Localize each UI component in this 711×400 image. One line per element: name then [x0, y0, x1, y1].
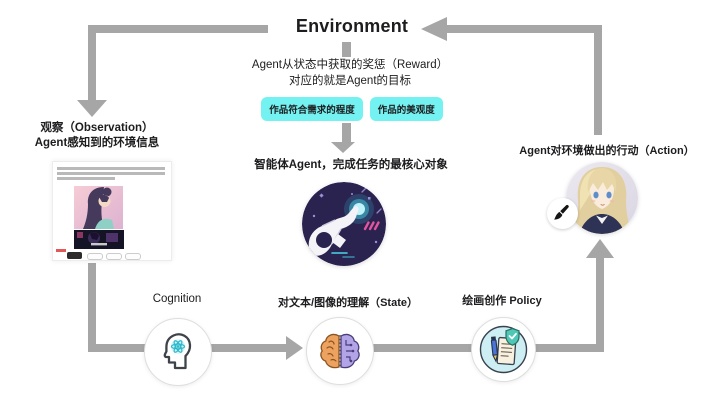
screenshot-text-line	[57, 167, 165, 170]
arrow-action-to-env-horizontal	[445, 25, 602, 33]
connector-observation-down	[88, 263, 96, 352]
state-node	[306, 317, 374, 385]
arrowhead-down-observation	[77, 100, 107, 117]
screenshot-dark-tag	[67, 252, 82, 259]
action-avatar-image	[566, 162, 638, 234]
observation-screenshot	[52, 161, 172, 261]
screenshot-video-thumbnail	[74, 230, 124, 249]
reward-description: Agent从状态中获取的奖惩（Reward） 对应的就是Agent的目标	[225, 58, 475, 89]
policy-node	[471, 317, 536, 382]
state-label: 对文本/图像的理解（State）	[278, 297, 418, 309]
screenshot-text-line	[57, 172, 165, 175]
action-label: Agent对环境做出的行动（Action）	[519, 145, 695, 157]
agent-astronaut-image	[302, 182, 386, 266]
cognition-label: Cognition	[152, 293, 202, 305]
head-profile-icon	[163, 333, 192, 370]
cognition-node	[144, 318, 212, 386]
screenshot-tag-pill	[87, 253, 103, 260]
arrowhead-left-environment	[421, 17, 447, 41]
arrowhead-up-action	[586, 239, 614, 258]
observation-line-2: Agent感知到的环境信息	[34, 137, 160, 149]
astronaut-icon	[302, 182, 386, 266]
paintbrush-badge	[547, 198, 578, 229]
connector-policy-right	[534, 344, 602, 352]
observation-line-1: 观察（Observation）	[40, 122, 154, 134]
arrowhead-right-state	[286, 336, 303, 360]
screenshot-text-line	[57, 177, 115, 180]
arrowhead-down-agent	[331, 142, 355, 153]
arrow-env-to-observation-horizontal	[88, 25, 268, 33]
reward-tag-demand-fit: 作品符合需求的程度	[261, 97, 363, 121]
arrow-cognition-to-state	[211, 344, 287, 352]
connector-env-to-reward	[342, 42, 351, 57]
dual-brain-icon	[320, 333, 360, 369]
paintbrush-icon	[554, 204, 569, 220]
reward-tag-aesthetics: 作品的美观度	[369, 97, 443, 121]
screenshot-red-caption	[56, 249, 66, 252]
connector-observation-to-cognition	[88, 344, 145, 352]
reward-line-2: 对应的就是Agent的目标	[288, 74, 412, 87]
arrow-env-to-observation-vertical	[88, 25, 96, 101]
policy-document-icon	[479, 325, 528, 374]
connector-state-to-policy	[373, 344, 472, 352]
screenshot-tag-pill	[125, 253, 141, 260]
screenshot-artwork-image	[74, 186, 123, 229]
environment-title: Environment	[295, 16, 409, 36]
connector-reward-to-agent	[342, 123, 351, 143]
screenshot-tag-pill	[106, 253, 122, 260]
observation-label: 观察（Observation） Agent感知到的环境信息	[15, 121, 179, 151]
avatar-icon	[566, 162, 638, 234]
reward-tags: 作品符合需求的程度 作品的美观度	[250, 97, 454, 121]
connector-policy-up	[596, 258, 604, 352]
agent-core-label: 智能体Agent，完成任务的最核心对象	[254, 159, 448, 171]
policy-label: 绘画创作 Policy	[462, 295, 542, 307]
reward-line-1: Agent从状态中获取的奖惩（Reward）	[251, 59, 449, 71]
arrow-action-to-env-vertical	[594, 25, 602, 135]
